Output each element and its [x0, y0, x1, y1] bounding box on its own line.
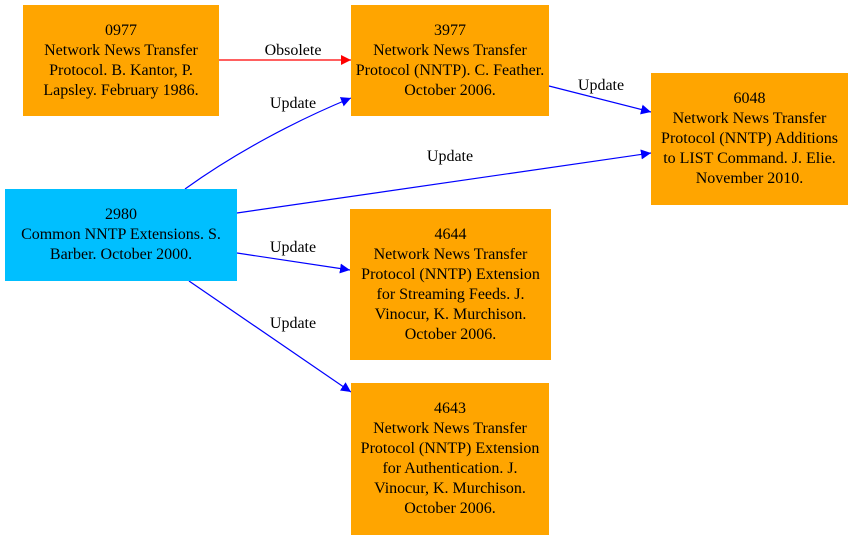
node-number: 2980	[105, 206, 137, 223]
edge-2980-to-3977	[184, 97, 352, 190]
edge-2980-to-6048	[236, 149, 652, 214]
edge-label-3977-to-6048: Update	[578, 77, 624, 94]
node-rfc-2980: 2980 Common NNTP Extensions. S. Barber. …	[5, 189, 237, 281]
node-number: 4644	[434, 225, 467, 243]
edge-label-2980-to-3977: Update	[270, 95, 316, 112]
edge-label-0977-to-3977: Obsolete	[265, 42, 322, 59]
node-description: Network News Transfer Protocol (NNTP) Ad…	[661, 110, 838, 187]
edge-2980-to-4643	[188, 280, 352, 393]
node-rfc-6048: 6048 Network News Transfer Protocol (NNT…	[651, 73, 848, 205]
node-description: Common NNTP Extensions. S. Barber. Octob…	[21, 226, 221, 263]
node-description: Network News Transfer Protocol (NNTP). C…	[355, 41, 545, 99]
edge-label-2980-to-4643: Update	[270, 315, 316, 332]
edge-label-2980-to-4644: Update	[270, 239, 316, 256]
node-description: Network News Transfer Protocol (NNTP) Ex…	[360, 420, 540, 517]
edge-3977-to-6048	[548, 85, 652, 115]
node-number: 6048	[733, 90, 766, 107]
node-rfc-4643: 4643 Network News Transfer Protocol (NNT…	[351, 383, 549, 535]
node-number: 0977	[105, 21, 137, 39]
node-rfc-4644: 4644 Network News Transfer Protocol (NNT…	[350, 209, 551, 360]
node-description: Network News Transfer Protocol. B. Kanto…	[43, 41, 199, 99]
node-rfc-3977: 3977 Network News Transfer Protocol (NNT…	[351, 5, 549, 116]
node-number: 3977	[434, 21, 466, 39]
edge-label-2980-to-6048: Update	[427, 148, 473, 165]
node-description: Network News Transfer Protocol (NNTP) Ex…	[361, 245, 540, 343]
node-rfc-0977: 0977 Network News Transfer Protocol. B. …	[23, 5, 219, 116]
edge-2980-to-4644	[236, 252, 351, 274]
node-number: 4643	[434, 400, 466, 417]
